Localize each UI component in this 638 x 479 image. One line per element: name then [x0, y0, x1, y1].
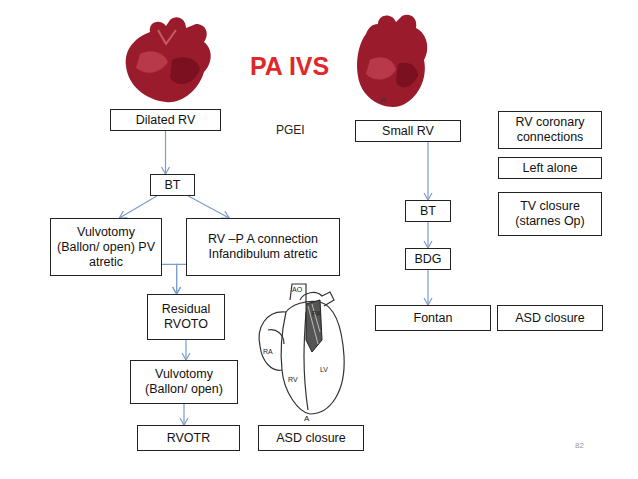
heart-picture: [126, 17, 211, 102]
part-label: RV: [288, 376, 298, 383]
process-box: TV closure (starnes Op): [498, 192, 602, 236]
drug-note: PGEI: [276, 123, 305, 137]
part-label: LV: [320, 366, 328, 373]
flow-arrow: [427, 142, 428, 200]
process-box: Vulvotomy (Ballon/ open): [130, 360, 238, 404]
box-text: Vulvotomy (Ballon/ open) PV atretic: [56, 225, 156, 270]
heart-chamber: [396, 63, 418, 88]
process-box: BT: [150, 174, 195, 196]
flow-arrow: [119, 196, 156, 218]
box-text: ASD closure: [515, 311, 584, 326]
aorta-outline: [290, 284, 306, 304]
process-box: Dilated RV: [110, 109, 221, 131]
box-text: BT: [420, 204, 436, 219]
page-number: 82: [575, 441, 584, 450]
flow-arrow: [188, 196, 229, 218]
tv-line: [268, 330, 284, 344]
flow-arrow: [427, 222, 428, 248]
slide-title: PA IVS: [250, 52, 329, 81]
flow-arrow: [427, 270, 428, 305]
box-text: ASD closure: [276, 431, 345, 446]
heart-chamber: [136, 51, 168, 73]
box-text: Dilated RV: [136, 113, 196, 128]
heart-shape: [126, 17, 211, 102]
part-label: AO: [292, 286, 302, 293]
process-box: RV coronary connections: [498, 111, 602, 149]
box-text: RV –P A connection Infandibulum atretic: [192, 232, 334, 262]
box-text: BT: [165, 178, 181, 193]
box-text: Small RV: [382, 124, 434, 139]
box-text: TV closure (starnes Op): [504, 199, 596, 229]
process-box: Fontan: [375, 305, 491, 331]
part-label: A: [380, 95, 386, 105]
box-text: Fontan: [414, 311, 453, 326]
heart-vessel: [158, 30, 176, 44]
process-box: RVOTR: [137, 425, 240, 451]
heart-picture: [357, 15, 427, 107]
flow-arrow: [185, 340, 186, 360]
heart-schematic: [259, 284, 344, 414]
process-box: Residual RVOTO: [147, 294, 225, 340]
box-text: Vulvotomy (Ballon/ open): [136, 367, 232, 397]
process-box: Small RV: [355, 120, 461, 142]
box-text: RVOTR: [167, 431, 211, 446]
flow-arrow: [177, 264, 186, 294]
part-label: A: [304, 414, 309, 423]
box-text: RV coronary connections: [504, 115, 596, 145]
rvot-shading: [306, 300, 322, 352]
process-box: BDG: [405, 248, 451, 270]
process-box: Left alone: [498, 157, 602, 179]
flow-arrow: [162, 264, 177, 294]
part-label: PA: [312, 310, 321, 317]
flow-arrow: [183, 404, 184, 425]
heart-shape: [357, 15, 427, 107]
box-text: Residual RVOTO: [153, 302, 219, 332]
heart-chamber: [170, 57, 200, 84]
process-box: BT: [405, 200, 451, 222]
process-box: RV –P A connection Infandibulum atretic: [186, 218, 340, 276]
rvot-hatch: [308, 304, 320, 344]
heart-chamber: [366, 57, 396, 79]
flow-arrow: [165, 131, 166, 174]
box-text: BDG: [414, 252, 441, 267]
part-label: RA: [263, 348, 273, 355]
process-box: ASD closure: [497, 305, 603, 331]
box-text: Left alone: [523, 161, 578, 176]
process-box: ASD closure: [258, 425, 364, 451]
process-box: Vulvotomy (Ballon/ open) PV atretic: [50, 218, 162, 276]
